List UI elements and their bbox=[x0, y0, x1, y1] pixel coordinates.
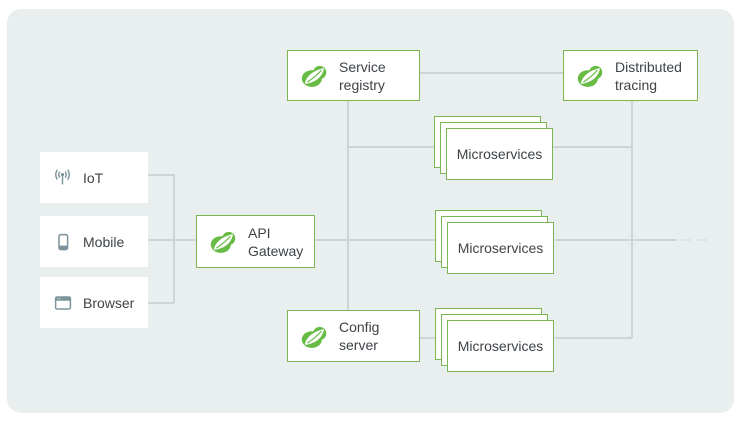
connector-iot bbox=[148, 174, 174, 176]
node-label-line1: Config bbox=[339, 319, 380, 335]
microservices-stack-3: Microservices bbox=[435, 308, 555, 373]
node-service-registry: Service registry bbox=[287, 50, 420, 101]
node-label-line1: API bbox=[248, 224, 271, 241]
client-label-mobile: Mobile bbox=[83, 233, 125, 250]
node-label-line2: registry bbox=[339, 76, 385, 93]
browser-window-icon bbox=[52, 292, 73, 313]
client-box-iot: IoT bbox=[40, 152, 148, 203]
mobile-phone-icon bbox=[52, 231, 73, 252]
iot-antenna-icon bbox=[52, 167, 73, 188]
microservices-label: Microservices bbox=[456, 146, 543, 162]
connector-registry-to-tracing bbox=[420, 72, 563, 74]
stack-card-front: Microservices bbox=[446, 128, 553, 180]
microservices-label: Microservices bbox=[457, 338, 544, 354]
stack-card-front: Microservices bbox=[447, 222, 554, 274]
node-label: API Gateway bbox=[248, 224, 303, 260]
connector-config-to-stack3 bbox=[420, 337, 447, 339]
spring-leaf-icon bbox=[209, 229, 237, 254]
connector-clients-vertical bbox=[173, 174, 175, 303]
node-distributed-tracing: Distributed tracing bbox=[563, 50, 698, 101]
node-api-gateway: API Gateway bbox=[196, 215, 315, 268]
spring-leaf-icon bbox=[300, 324, 328, 349]
microservices-stack-2: Microservices bbox=[435, 210, 555, 275]
node-label-line2: tracing bbox=[615, 76, 658, 93]
connector-to-stack1-left bbox=[347, 146, 446, 148]
microservices-label: Microservices bbox=[457, 240, 544, 256]
node-label-line1: Distributed bbox=[615, 58, 682, 75]
spring-leaf-icon bbox=[576, 63, 604, 88]
stack-card-front: Microservices bbox=[447, 320, 554, 372]
microservices-stack-1: Microservices bbox=[434, 116, 554, 181]
connector-browser bbox=[148, 302, 174, 304]
client-box-browser: Browser bbox=[40, 277, 148, 328]
connector-stack1-to-tracing bbox=[553, 146, 632, 148]
node-label-line1: Service bbox=[339, 58, 386, 75]
client-label-iot: IoT bbox=[83, 169, 104, 186]
node-label: Distributed tracing bbox=[615, 58, 682, 94]
node-config-server: Config server bbox=[287, 310, 420, 362]
node-label: Config server bbox=[339, 318, 379, 354]
client-box-mobile: Mobile bbox=[40, 216, 148, 267]
node-label-line2: Gateway bbox=[248, 242, 304, 259]
connector-mobile-to-gateway bbox=[148, 239, 196, 241]
node-label: Service registry bbox=[339, 58, 386, 94]
connector-more-services-dashed bbox=[682, 239, 712, 241]
connector-stack2-right bbox=[555, 239, 677, 241]
connector-tracing-vertical bbox=[631, 101, 633, 338]
node-label-line2: server bbox=[339, 337, 378, 353]
connector-stack3-right bbox=[555, 337, 632, 339]
connector-registry-to-config bbox=[347, 101, 349, 310]
connector-gateway-to-stack2 bbox=[315, 239, 447, 241]
client-label-browser: Browser bbox=[83, 294, 135, 311]
spring-leaf-icon bbox=[300, 63, 328, 88]
